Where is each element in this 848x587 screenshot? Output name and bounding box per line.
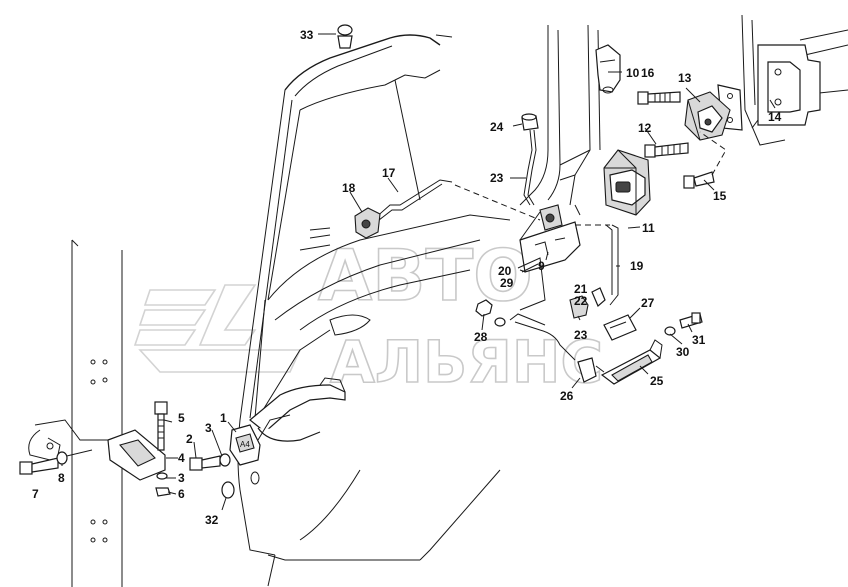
bolt-15 xyxy=(683,131,727,189)
callout-4: 4 xyxy=(178,451,185,465)
callout-2: 2 xyxy=(186,432,193,446)
part-30-washer xyxy=(664,326,676,336)
part-8-washer xyxy=(56,451,68,465)
part-3-washer-lower xyxy=(156,472,168,480)
callout-13: 13 xyxy=(678,71,692,85)
callout-23-rod: 23 xyxy=(490,171,504,185)
callout-17: 17 xyxy=(382,166,396,180)
part-25-outer-handle xyxy=(600,339,663,385)
callout-33: 33 xyxy=(300,28,314,42)
watermark-line1: АВТО xyxy=(318,235,533,317)
hinge-arm xyxy=(28,419,166,481)
part-5-pin xyxy=(154,401,168,451)
b-pillar xyxy=(519,24,601,216)
part-3-washer-upper xyxy=(219,453,231,467)
callout-5: 5 xyxy=(178,411,185,425)
part-23-rod xyxy=(523,129,537,206)
part-18-clip xyxy=(354,207,381,239)
callout-12: 12 xyxy=(638,121,652,135)
part-6-nut xyxy=(155,487,171,497)
callout-18: 18 xyxy=(342,181,356,195)
callout-1: 1 xyxy=(220,411,227,425)
callout-31: 31 xyxy=(692,333,706,347)
watermark-logo xyxy=(133,284,302,373)
callout-28: 28 xyxy=(474,330,488,344)
callout-27: 27 xyxy=(641,296,655,310)
bolt-12 xyxy=(644,142,689,158)
part-21-clip xyxy=(569,287,606,319)
callout-32: 32 xyxy=(205,513,219,527)
part-7-bolt xyxy=(19,457,59,475)
callout-23-clip: 23 xyxy=(574,328,588,342)
callout-14: 14 xyxy=(768,110,782,124)
part-10-bracket xyxy=(595,44,621,94)
callout-26: 26 xyxy=(560,389,574,403)
callout-9: 9 xyxy=(538,259,545,273)
callout-25: 25 xyxy=(650,374,664,388)
part-17-rod xyxy=(365,179,541,231)
part-27-plate xyxy=(603,314,637,341)
bolt-16 xyxy=(637,91,681,105)
part-2-bolt xyxy=(189,455,221,471)
callout-11: 11 xyxy=(642,221,655,235)
callout-3-lower: 3 xyxy=(178,471,185,485)
door-pillar xyxy=(71,239,123,587)
callout-10: 10 xyxy=(626,66,640,80)
callout-labels: 33 10 16 13 14 12 15 24 23 17 18 11 9 19… xyxy=(32,28,782,527)
callout-30: 30 xyxy=(676,345,690,359)
callout-29: 29 xyxy=(500,276,514,290)
callout-15: 15 xyxy=(713,189,727,203)
part-1-hinge-body: A4 xyxy=(229,414,291,466)
inner-door-handle xyxy=(249,377,346,442)
callout-19: 19 xyxy=(630,259,644,273)
part-28-nut xyxy=(475,299,506,327)
callout-16: 16 xyxy=(641,66,655,80)
part-9-lock-mechanism xyxy=(519,204,581,273)
part-11-lock-housing xyxy=(603,149,651,216)
callout-8: 8 xyxy=(58,471,65,485)
callout-21: 21 xyxy=(574,282,588,296)
part-24-rod-knob xyxy=(521,113,539,131)
callout-3-upper: 3 xyxy=(205,421,212,435)
callout-6: 6 xyxy=(178,487,185,501)
part-33-cap xyxy=(337,24,353,49)
part-19-link xyxy=(575,224,619,306)
callout-7: 7 xyxy=(32,487,39,501)
callout-20: 20 xyxy=(498,264,512,278)
part-26-link xyxy=(509,313,605,383)
watermark-line2: АЛЬЯНС xyxy=(330,328,603,396)
part-31-screw xyxy=(679,312,703,329)
part-13-striker xyxy=(684,84,743,141)
callout-22: 22 xyxy=(574,294,588,308)
callout-24: 24 xyxy=(490,120,504,134)
part-32-plug xyxy=(221,471,260,499)
leader-lines xyxy=(61,33,776,511)
part-stamp: A4 xyxy=(240,440,250,449)
part-20-bracket xyxy=(517,257,546,311)
part-14-striker-plate xyxy=(751,44,821,129)
